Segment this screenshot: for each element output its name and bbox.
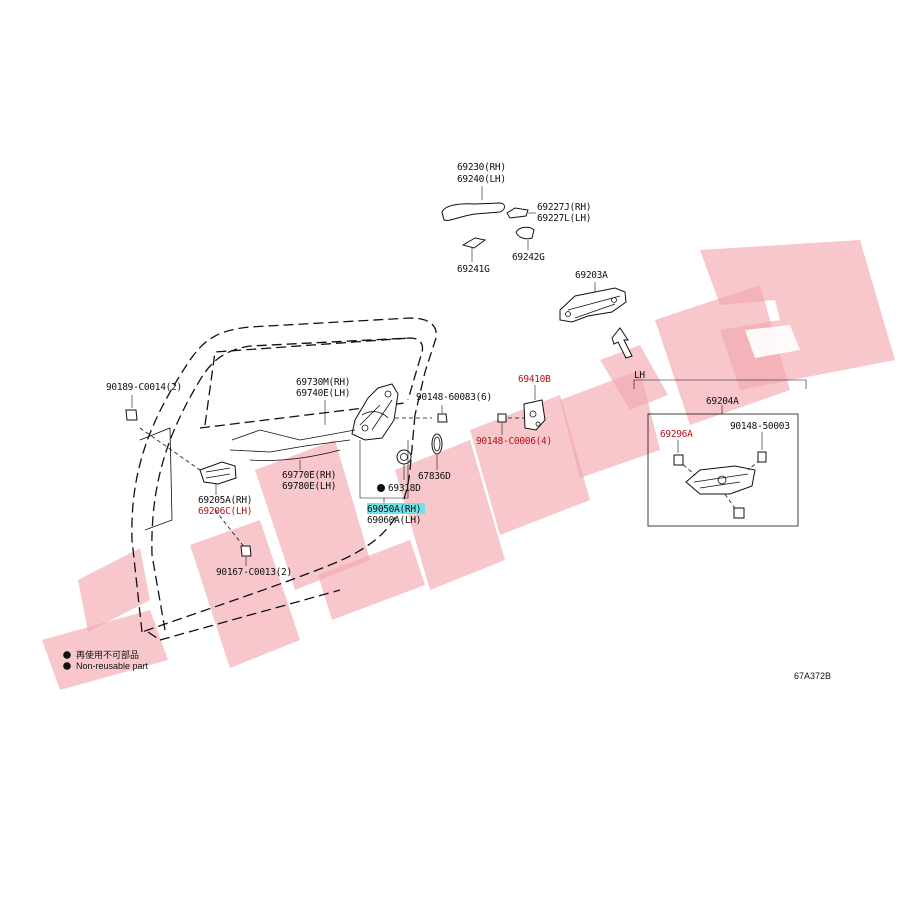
label-handle-rh: 69230(RH) xyxy=(457,162,506,173)
label-inside-rh: 69205A(RH) xyxy=(198,495,252,506)
bolt-c0014-part xyxy=(125,409,138,421)
label-seal: 67836D xyxy=(418,471,451,482)
frame-group xyxy=(559,282,633,359)
outside-handle-part xyxy=(441,202,505,221)
label-inside-lh: 69206C(LH) xyxy=(198,506,252,517)
legend-dot-jp xyxy=(63,651,71,659)
label-lh-assy: 69204A xyxy=(706,396,739,407)
label-lock-cyl: 69296A xyxy=(660,429,693,440)
label-pad-g1: 69241G xyxy=(457,264,490,275)
label-cap-lh: 69227L(LH) xyxy=(537,213,591,224)
frame-part xyxy=(559,287,627,323)
label-frame: 69203A xyxy=(575,270,608,281)
legend-dot-en xyxy=(63,662,71,670)
label-pad-g2: 69242G xyxy=(512,252,545,263)
label-lock-lh: 69060A(LH) xyxy=(367,515,421,526)
label-striker: 69410B xyxy=(518,374,551,385)
legend-jp-text: 再使用不可部品 xyxy=(76,649,139,660)
lh-screw-part xyxy=(733,507,745,519)
inside-handle-group xyxy=(125,395,252,566)
label-cable-rh: 69730M(RH) xyxy=(296,377,350,388)
label-lh-tag: LH xyxy=(634,370,645,381)
bolt-c0013-part xyxy=(240,545,252,557)
screw-50003-part xyxy=(757,451,767,463)
label-cap-rh: 69227J(RH) xyxy=(537,202,591,213)
label-lock-rh: 69050A(RH) xyxy=(367,504,421,515)
pad-g2-part xyxy=(515,226,535,240)
rear-lock-group xyxy=(229,383,443,505)
label-rod-lh: 69780E(LH) xyxy=(282,481,336,492)
watermark-logo xyxy=(42,240,895,690)
arrow-pointer xyxy=(611,327,633,359)
label-cable-lh: 69740E(LH) xyxy=(296,388,350,399)
highlight-box xyxy=(367,503,425,514)
label-screw-c0006: 90148-C0006(4) xyxy=(476,436,552,447)
label-bolt-c0014: 90189-C0014(2) xyxy=(106,382,182,393)
label-clip: 69318D xyxy=(388,483,421,494)
lh-handle-part xyxy=(685,465,756,495)
screw-60083-part xyxy=(437,413,448,423)
screw-group xyxy=(395,385,546,435)
clip-ring-part xyxy=(396,449,412,465)
figure-code: 67A372B xyxy=(794,671,831,681)
label-rod-rh: 69770E(RH) xyxy=(282,470,336,481)
screw-c0006-part xyxy=(497,413,507,423)
label-bolt-c0013: 90167-C0013(2) xyxy=(216,567,292,578)
label-handle-lh: 69240(LH) xyxy=(457,174,506,185)
lock-cyl-part xyxy=(673,454,684,466)
label-screw-50003: 90148-50003 xyxy=(730,421,790,432)
inside-handle-part xyxy=(199,461,237,485)
pad-g1-part xyxy=(461,237,487,249)
outside-handle-group xyxy=(441,186,536,262)
label-screw-60083: 90148-60083(6) xyxy=(416,392,492,403)
legend-en-text: Non-reusable part xyxy=(76,661,149,671)
lh-assembly-group xyxy=(633,379,807,527)
handle-cap-part xyxy=(506,207,529,219)
nonreusable-dot xyxy=(377,484,385,492)
